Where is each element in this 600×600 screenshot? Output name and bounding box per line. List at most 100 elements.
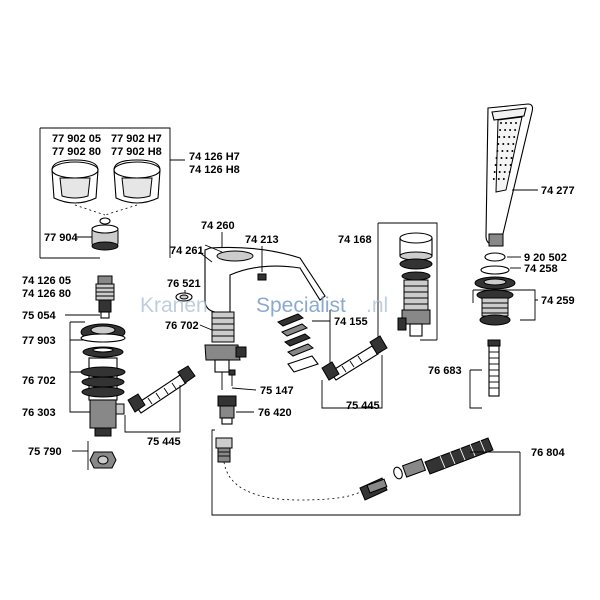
- part-label: 74 126 80: [22, 288, 71, 300]
- nozzle-hole: [515, 122, 517, 124]
- nozzle-hole: [496, 150, 499, 152]
- shower-handset: [485, 103, 534, 247]
- part-label: 74 258: [524, 263, 558, 275]
- nozzle-hole: [506, 150, 509, 152]
- seal-washer: [484, 252, 506, 262]
- part-label: 74 155: [334, 316, 368, 328]
- spring-hose-guide: [487, 339, 501, 397]
- aerator-pin: [257, 273, 267, 281]
- leader-line: [469, 369, 482, 409]
- part-label: 75 445: [346, 400, 380, 412]
- showerhead-holes: [492, 122, 517, 180]
- leader-line: [199, 324, 213, 331]
- part-label: 77 902 05: [52, 133, 101, 145]
- nozzle-hole: [505, 122, 507, 124]
- valve-body: [89, 399, 125, 437]
- nozzle-hole: [495, 157, 498, 159]
- nozzle-hole: [510, 157, 513, 159]
- handle-cap-white: [113, 159, 161, 204]
- nozzle-hole: [510, 122, 512, 124]
- part-label: 75 790: [28, 446, 62, 458]
- leader-line: [231, 387, 257, 391]
- part-label: 76 420: [258, 407, 292, 419]
- part-label: 74 126 H8: [189, 164, 240, 176]
- leader-line: [204, 244, 223, 253]
- nozzle-hole: [502, 143, 505, 145]
- part-label: 77 902 H7: [111, 133, 162, 145]
- part-label: 74 213: [245, 234, 279, 246]
- retaining-clip: [175, 292, 193, 302]
- diverter-knob: [399, 232, 433, 261]
- part-label: 74 277: [541, 185, 575, 197]
- nozzle-hole: [494, 164, 497, 166]
- nozzle-hole: [492, 178, 495, 180]
- part-label: 74 168: [338, 234, 372, 246]
- part-label: 76 804: [531, 447, 566, 459]
- aerator-stack: [277, 313, 319, 373]
- holder-bracket: [472, 289, 538, 321]
- nozzle-hole: [498, 171, 501, 173]
- nozzle-hole: [504, 164, 507, 166]
- part-label: 74 126 05: [22, 275, 71, 287]
- part-label: 76 303: [22, 407, 56, 419]
- diverter-body: [397, 258, 433, 337]
- part-label: 75 054: [22, 310, 57, 322]
- braided-hose-right: [321, 335, 388, 381]
- hose-connector: [215, 437, 233, 463]
- part-label: 75 147: [260, 385, 294, 397]
- part-label: 76 683: [428, 365, 462, 377]
- leader-line: [321, 355, 383, 409]
- nozzle-hole: [508, 171, 511, 173]
- part-label: 74 126 H7: [189, 151, 240, 163]
- part-label: 76 521: [167, 278, 201, 290]
- svg-text:Kranen: Kranen: [140, 294, 208, 317]
- left-cap-bracket: [39, 127, 185, 258]
- nozzle-hole: [509, 164, 512, 166]
- threaded-shank: [80, 357, 126, 401]
- part-label: 76 702: [165, 320, 199, 332]
- watermark-logo: Kranen Specialist .nl: [140, 294, 388, 317]
- connector-fitting: [217, 395, 237, 425]
- part-label: 76 702: [22, 375, 56, 387]
- right-valve-bracket: [377, 222, 438, 340]
- part-label: 74 261: [170, 245, 204, 257]
- part-label: 9 20 502: [524, 252, 567, 264]
- nozzle-hole: [504, 129, 507, 131]
- flange-nut: [80, 323, 126, 343]
- leader-line: [211, 429, 521, 516]
- nozzle-hole: [499, 129, 502, 131]
- hose-path: [223, 461, 361, 501]
- part-label: 77 904: [44, 232, 79, 244]
- nozzle-hole: [508, 136, 511, 138]
- part-label: 77 903: [22, 335, 56, 347]
- part-label: 77 902 H8: [111, 146, 162, 158]
- handle-cap-chrome: [51, 159, 99, 204]
- shower-hose: [359, 437, 494, 501]
- nozzle-hole: [512, 143, 515, 145]
- nozzle-hole: [497, 143, 500, 145]
- handset-holder: [474, 276, 516, 326]
- nozzle-hole: [514, 129, 517, 131]
- nozzle-hole: [499, 164, 502, 166]
- nozzle-hole: [502, 178, 505, 180]
- nozzle-hole: [507, 143, 510, 145]
- part-label: 77 902 80: [52, 146, 101, 158]
- part-label: 74 259: [541, 295, 575, 307]
- washer: [82, 346, 124, 358]
- handle-adaptor: [91, 224, 119, 251]
- part-label: 74 260: [201, 220, 235, 232]
- nozzle-hole: [500, 157, 503, 159]
- grub-screw: [228, 369, 236, 386]
- nozzle-hole: [501, 150, 504, 152]
- svg-text:Specialist: Specialist: [256, 294, 346, 317]
- spout-body: [204, 246, 326, 390]
- nozzle-hole: [497, 178, 500, 180]
- nozzle-hole: [503, 136, 506, 138]
- guide-line: [74, 204, 138, 216]
- part-label: 75 445: [147, 436, 181, 448]
- leader-line: [198, 251, 213, 263]
- o-ring: [99, 217, 111, 225]
- nozzle-hole: [503, 171, 506, 173]
